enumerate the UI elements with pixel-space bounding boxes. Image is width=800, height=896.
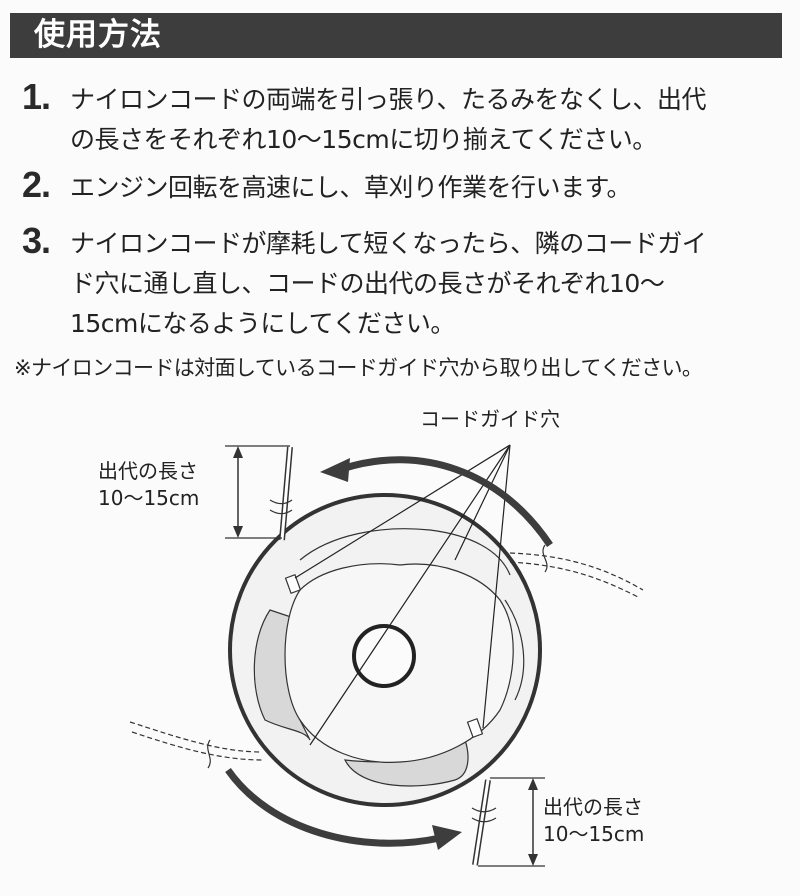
step-number: 1. [22,76,51,117]
step-line: の長さをそれぞれ10～15cmに切り揃えてください。 [70,125,657,154]
length-label-value: 10～15cm [543,822,645,846]
trimmer-head-illustration [129,444,644,867]
step-number: 3. [22,220,51,261]
length-label-value: 10～15cm [98,486,200,510]
section-title: 使用方法 [34,17,162,53]
step-line: エンジン回転を高速にし、草刈り作業を行います。 [70,173,632,202]
step-text: ナイロンコードの両端を引っ張り、たるみをなくし、出代 の長さをそれぞれ10～15… [70,80,707,160]
step-number: 2. [22,164,51,205]
section-header: 使用方法 [10,13,782,58]
step-text: ナイロンコードが摩耗して短くなったら、隣のコードガイ ド穴に通し直し、コードの出… [70,224,707,344]
step-line: 15cmになるようにしてください。 [70,309,455,338]
step-line: ナイロンコードが摩耗して短くなったら、隣のコードガイ [70,229,707,258]
length-label-line: 出代の長さ [98,459,198,483]
step-line: ナイロンコードの両端を引っ張り、たるみをなくし、出代 [70,85,707,114]
length-label-bottom: 出代の長さ 10～15cm [543,794,644,848]
note-text: ※ナイロンコードは対面しているコードガイド穴から取り出してください。 [14,356,703,380]
step-text: エンジン回転を高速にし、草刈り作業を行います。 [70,168,632,208]
length-label-top: 出代の長さ 10～15cm [98,458,199,512]
length-label-line: 出代の長さ [543,795,643,819]
trimmer-head-diagram: コードガイド穴 出代の長さ 10～15cm 出代の長さ 10～15cm [0,400,800,896]
step-line: ド穴に通し直し、コードの出代の長さがそれぞれ10～ [70,269,665,298]
guide-hole-label: コードガイド穴 [420,407,560,431]
